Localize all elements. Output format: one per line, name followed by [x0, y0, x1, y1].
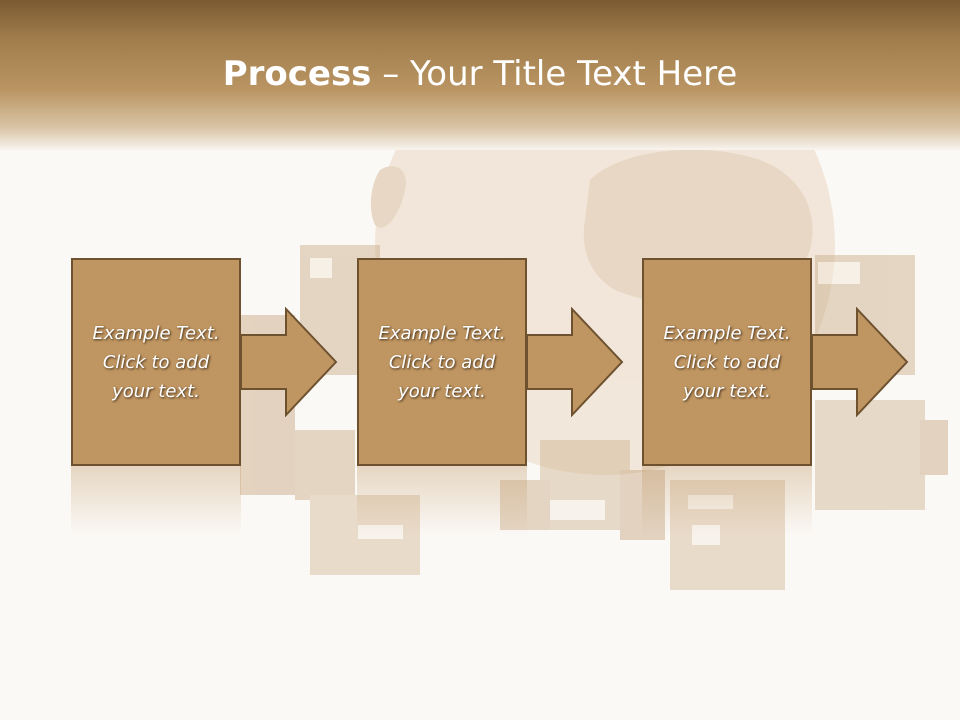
reflection-2 — [357, 466, 527, 536]
title-bar — [0, 0, 960, 150]
arrow-right-icon — [812, 307, 909, 417]
step-text-3: Example Text. Click to add your text. — [663, 322, 791, 402]
title-strong: Process — [222, 54, 372, 94]
reflection-1 — [71, 466, 241, 536]
cardboard-boxes — [240, 245, 948, 590]
arrow-right-icon — [527, 307, 624, 417]
step-text-1: Example Text. Click to add your text. — [92, 322, 220, 402]
reflection-3 — [642, 466, 812, 536]
arrow-right-icon — [241, 307, 338, 417]
step-box-2[interactable]: Example Text. Click to add your text. — [357, 258, 527, 466]
step-box-1[interactable]: Example Text. Click to add your text. — [71, 258, 241, 466]
step-text-2: Example Text. Click to add your text. — [378, 322, 506, 402]
step-box-3[interactable]: Example Text. Click to add your text. — [642, 258, 812, 466]
slide-title[interactable]: Process – Your Title Text Here — [0, 52, 960, 96]
title-rest: – Your Title Text Here — [371, 54, 738, 94]
